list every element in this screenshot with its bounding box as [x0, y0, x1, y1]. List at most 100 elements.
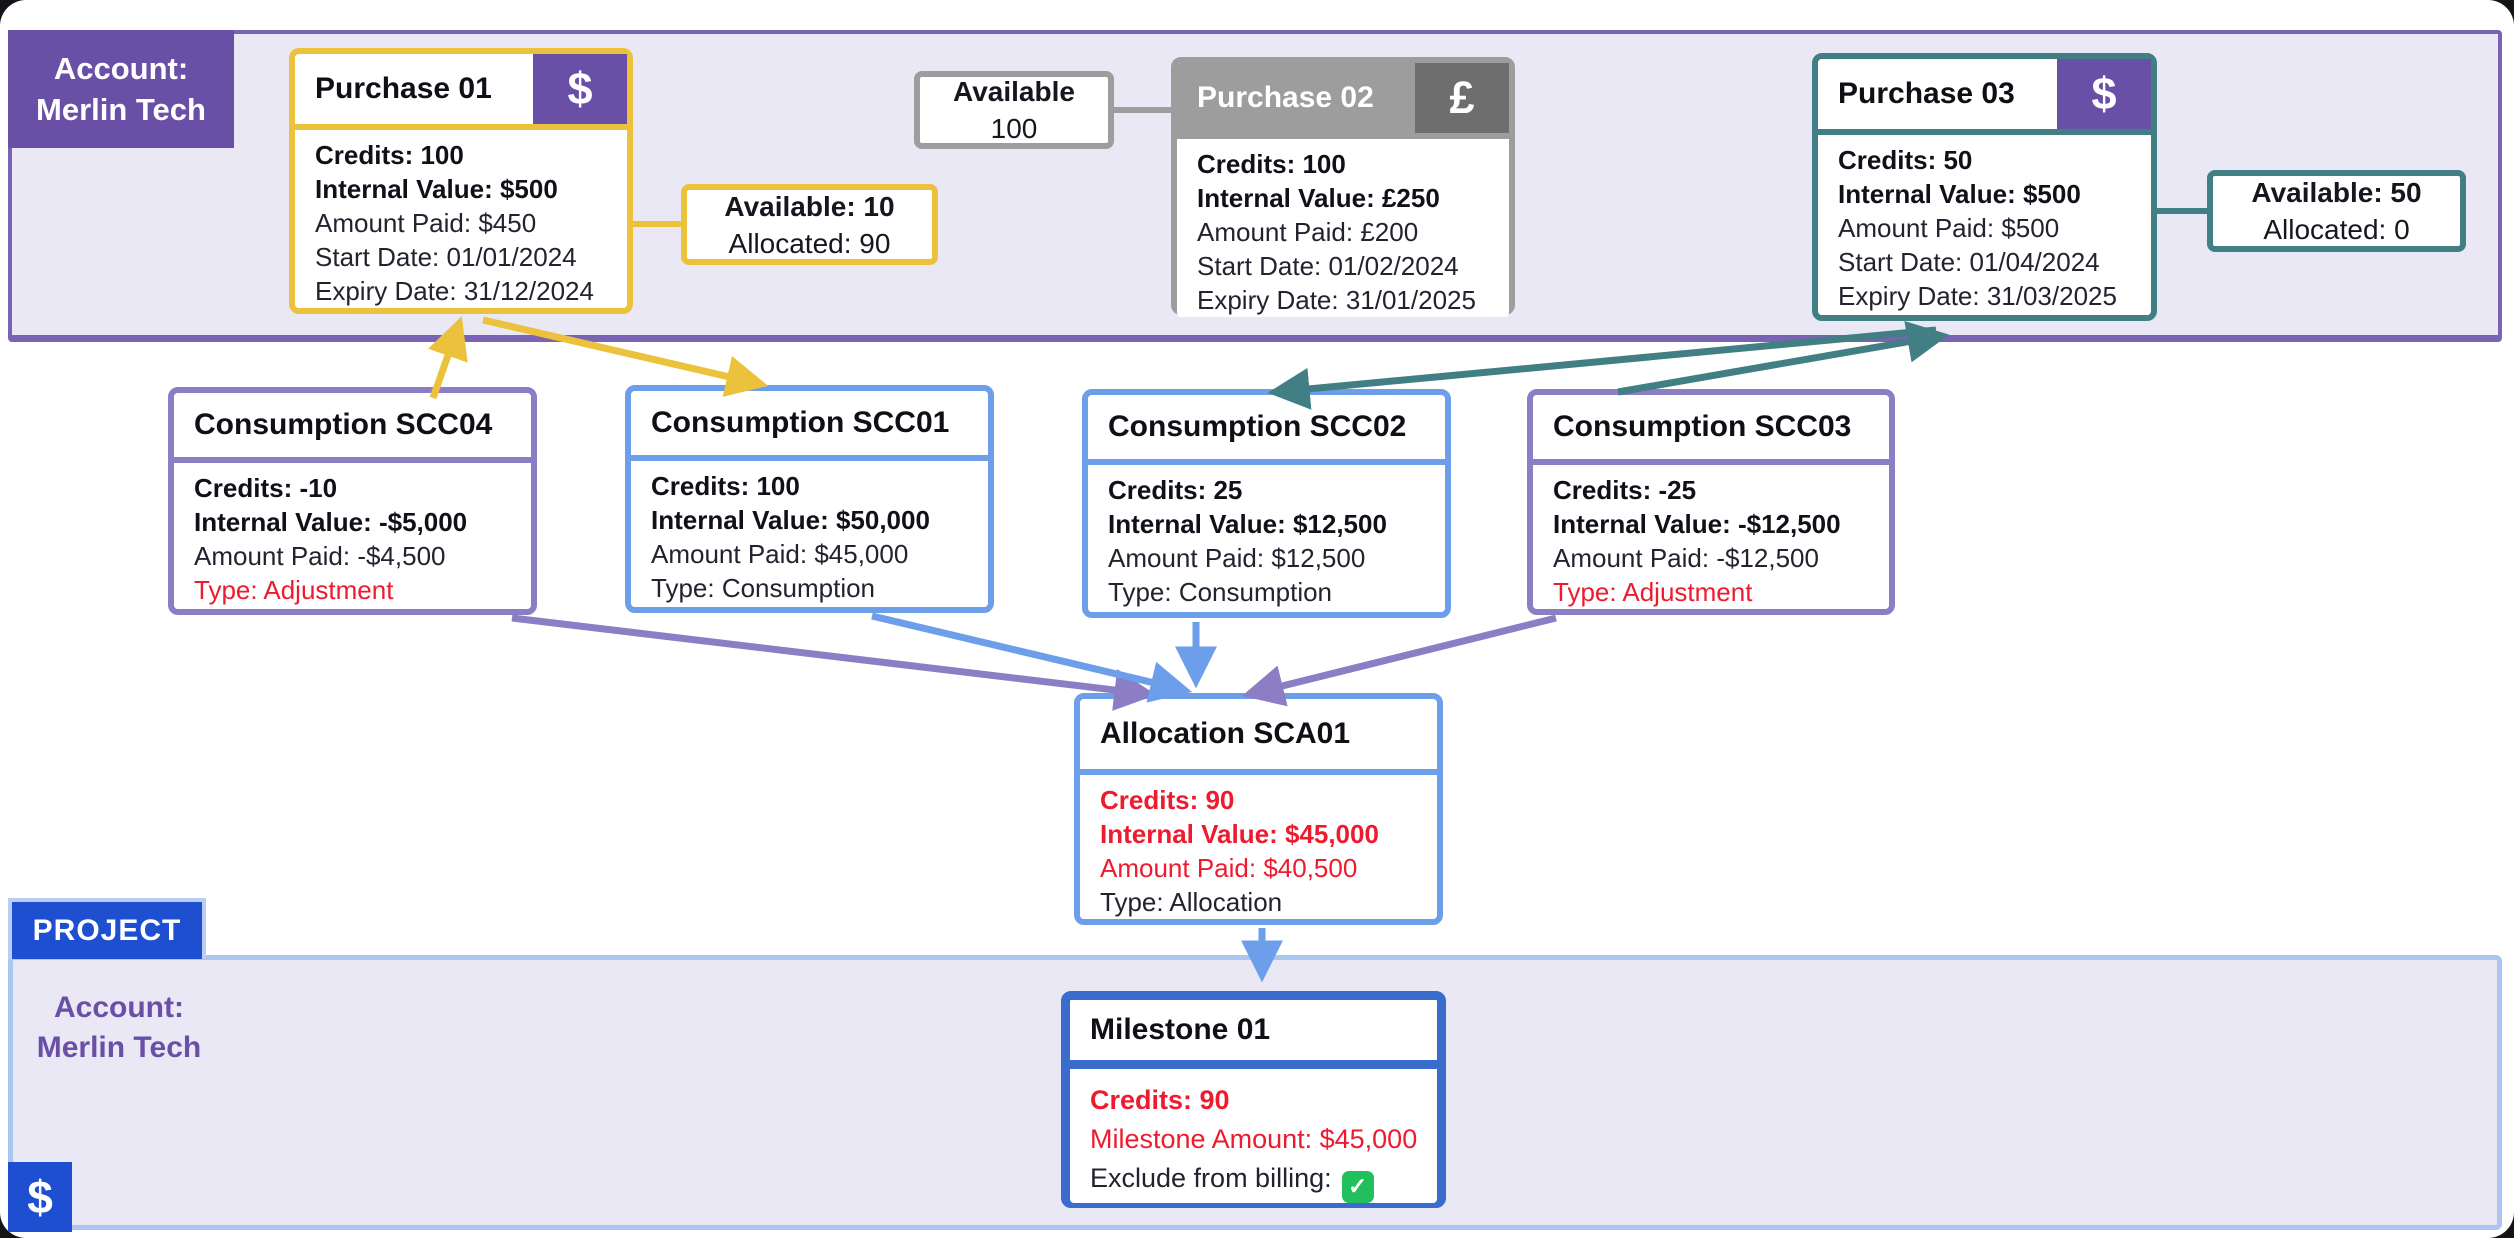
purchase-02-credits: Credits: 100: [1197, 149, 1346, 179]
scc04-type: Type: Adjustment: [194, 575, 394, 605]
consumption-scc01-body: Credits: 100 Internal Value: $50,000 Amo…: [631, 461, 988, 607]
consumption-scc01-title: Consumption SCC01: [651, 406, 950, 439]
arrow-scc04-to-allocation: [511, 614, 1157, 711]
purchase-02-amount-paid: Amount Paid: £200: [1197, 217, 1419, 247]
sca01-type: Type: Allocation: [1100, 887, 1283, 917]
project-tab: PROJECT: [8, 898, 206, 959]
available-value: 100: [990, 113, 1038, 144]
project-account-line2: Merlin Tech: [36, 1031, 202, 1064]
available-label: Available: [953, 76, 1075, 107]
scc03-credits: Credits: -25: [1553, 475, 1697, 505]
sca01-amount-paid: Amount Paid: $40,500: [1100, 853, 1358, 883]
account-badge-line1: Account:: [53, 51, 189, 86]
scc03-type: Type: Adjustment: [1553, 577, 1753, 607]
milestone-01-title: Milestone 01: [1090, 1013, 1271, 1046]
purchase-03-credits: Credits: 50: [1838, 145, 1973, 175]
allocation-sca01-body: Credits: 90 Internal Value: $45,000 Amou…: [1080, 775, 1437, 919]
consumption-scc03-body: Credits: -25 Internal Value: -$12,500 Am…: [1533, 465, 1889, 609]
purchase-02-header: Purchase 02 £: [1177, 63, 1509, 139]
purchase-02-available-pill: Available 100: [914, 71, 1114, 149]
purchase-03-expiry-date: Expiry Date: 31/03/2025: [1838, 281, 2117, 311]
milestone-01-header: Milestone 01: [1070, 1000, 1437, 1069]
milestone-01-body: Credits: 90 Milestone Amount: $45,000 Ex…: [1070, 1069, 1437, 1203]
consumption-scc02-title: Consumption SCC02: [1108, 410, 1407, 443]
purchase-01-credits: Credits: 100: [315, 140, 464, 170]
scc04-credits: Credits: -10: [194, 473, 338, 503]
purchase-03-internal-value: Internal Value: $500: [1838, 179, 2081, 209]
scc01-type: Type: Consumption: [651, 573, 876, 603]
consumption-scc01-card: Consumption SCC01 Credits: 100 Internal …: [625, 385, 994, 613]
milestone-01-amount: Milestone Amount: $45,000: [1090, 1124, 1418, 1154]
exclude-from-billing-checkbox[interactable]: ✓: [1341, 1170, 1374, 1203]
allocation-sca01-header: Allocation SCA01: [1080, 699, 1437, 775]
scc02-type: Type: Consumption: [1108, 577, 1333, 607]
consumption-scc04-header: Consumption SCC04: [174, 393, 531, 463]
scc04-internal-value: Internal Value: -$5,000: [194, 507, 468, 537]
consumption-scc01-header: Consumption SCC01: [631, 391, 988, 461]
arrow-scc03-to-purchase03: [1617, 321, 1950, 396]
allocated-label: Allocated: 90: [728, 227, 891, 259]
purchase-02-title: Purchase 02: [1197, 81, 1374, 114]
scc02-amount-paid: Amount Paid: $12,500: [1108, 543, 1366, 573]
allocation-sca01-title: Allocation SCA01: [1100, 717, 1351, 750]
scc03-internal-value: Internal Value: -$12,500: [1553, 509, 1841, 539]
consumption-scc02-header: Consumption SCC02: [1088, 395, 1445, 465]
purchase-01-amount-paid: Amount Paid: $450: [315, 208, 537, 238]
consumption-scc02-card: Consumption SCC02 Credits: 25 Internal V…: [1082, 389, 1451, 618]
purchase-02-internal-value: Internal Value: £250: [1197, 183, 1440, 213]
purchase-02-start-date: Start Date: 01/02/2024: [1197, 251, 1459, 281]
purchase-01-title: Purchase 01: [315, 72, 492, 105]
purchase-03-available-pill: Available: 50 Allocated: 0: [2207, 170, 2466, 252]
milestone-01-exclude-row: Exclude from billing: ✓: [1090, 1159, 1417, 1203]
purchase-03-start-date: Start Date: 01/04/2024: [1838, 247, 2100, 277]
purchase-01-start-date: Start Date: 01/01/2024: [315, 242, 577, 272]
scc02-internal-value: Internal Value: $12,500: [1108, 509, 1387, 539]
allocated-label: Allocated: 0: [2263, 214, 2410, 245]
available-label: Available: 10: [724, 190, 895, 222]
exclude-from-billing-label: Exclude from billing:: [1090, 1163, 1332, 1193]
purchase-03-header: Purchase 03 $: [1818, 59, 2151, 135]
consumption-scc04-title: Consumption SCC04: [194, 408, 493, 441]
project-account-label: Account: Merlin Tech: [10, 988, 228, 1068]
scc04-amount-paid: Amount Paid: -$4,500: [194, 541, 446, 571]
sca01-internal-value: Internal Value: $45,000: [1100, 819, 1379, 849]
consumption-scc04-body: Credits: -10 Internal Value: -$5,000 Amo…: [174, 463, 531, 609]
scc01-amount-paid: Amount Paid: $45,000: [651, 539, 909, 569]
scc02-credits: Credits: 25: [1108, 475, 1243, 505]
scc03-amount-paid: Amount Paid: -$12,500: [1553, 543, 1819, 573]
purchase-02-card: Purchase 02 £ Credits: 100 Internal Valu…: [1171, 57, 1515, 317]
purchase-01-expiry-date: Expiry Date: 31/12/2024: [315, 276, 594, 306]
milestone-01-credits: Credits: 90: [1090, 1085, 1230, 1115]
project-dollar-icon: $: [8, 1162, 72, 1232]
purchase-02-body: Credits: 100 Internal Value: £250 Amount…: [1177, 139, 1509, 317]
sca01-credits: Credits: 90: [1100, 785, 1235, 815]
purchase-03-title: Purchase 03: [1838, 77, 2015, 110]
purchase-03-card: Purchase 03 $ Credits: 50 Internal Value…: [1812, 53, 2157, 321]
purchase-01-internal-value: Internal Value: $500: [315, 174, 558, 204]
scc01-internal-value: Internal Value: $50,000: [651, 505, 930, 535]
scc01-credits: Credits: 100: [651, 471, 800, 501]
allocation-sca01-card: Allocation SCA01 Credits: 90 Internal Va…: [1074, 693, 1443, 925]
purchase-01-card: Purchase 01 $ Credits: 100 Internal Valu…: [289, 48, 633, 314]
consumption-scc03-header: Consumption SCC03: [1533, 395, 1889, 465]
dollar-currency-icon: $: [533, 54, 627, 124]
purchase-01-available-pill: Available: 10 Allocated: 90: [681, 184, 938, 265]
consumption-scc03-card: Consumption SCC03 Credits: -25 Internal …: [1527, 389, 1895, 615]
purchase-03-amount-paid: Amount Paid: $500: [1838, 213, 2060, 243]
purchase-02-expiry-date: Expiry Date: 31/01/2025: [1197, 285, 1476, 315]
consumption-scc02-body: Credits: 25 Internal Value: $12,500 Amou…: [1088, 465, 1445, 612]
account-badge-line2: Merlin Tech: [36, 92, 206, 127]
arrow-scc01-to-allocation: [871, 612, 1193, 703]
purchase-01-body: Credits: 100 Internal Value: $500 Amount…: [295, 130, 627, 308]
project-account-line1: Account:: [54, 991, 184, 1024]
consumption-scc03-title: Consumption SCC03: [1553, 410, 1852, 443]
arrow-scc03-to-allocation: [1241, 614, 1557, 707]
pound-currency-icon: £: [1415, 63, 1509, 133]
available-label: Available: 50: [2251, 177, 2422, 208]
purchase-03-body: Credits: 50 Internal Value: $500 Amount …: [1818, 135, 2151, 315]
purchase-01-header: Purchase 01 $: [295, 54, 627, 130]
dollar-currency-icon: $: [2057, 59, 2151, 129]
consumption-scc04-card: Consumption SCC04 Credits: -10 Internal …: [168, 387, 537, 615]
project-tab-label: PROJECT: [32, 913, 182, 947]
